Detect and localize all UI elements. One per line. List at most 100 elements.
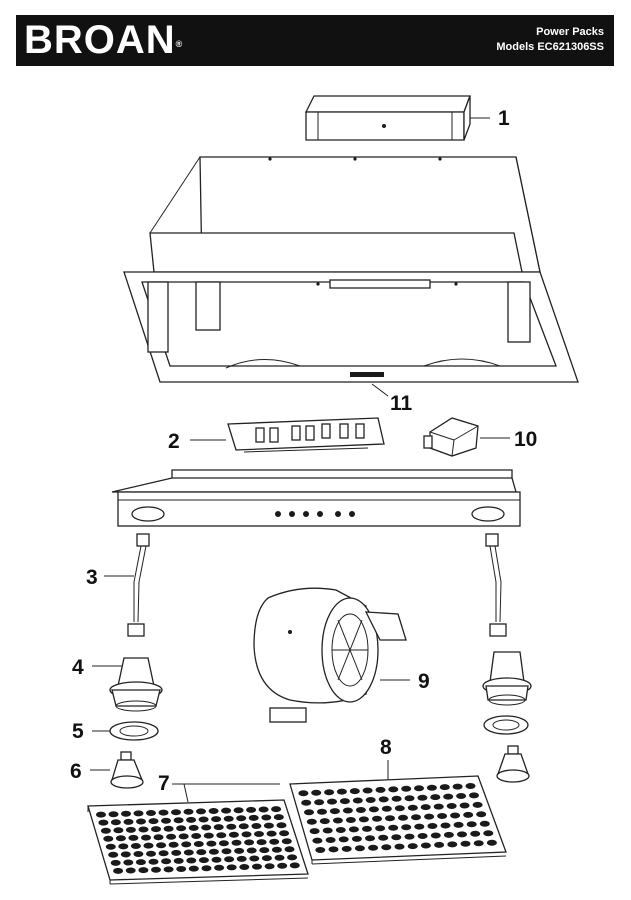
filter-hole [151,826,161,833]
filter-hole [319,818,330,825]
filter-hole [233,807,244,814]
filter-hole [266,830,277,837]
filter-hole [201,824,212,831]
filter-hole [246,847,257,854]
callout-4: 4 [72,656,84,679]
filter-hole [325,837,336,843]
filter-hole [407,843,418,850]
filter-hole [171,849,182,856]
filter-hole [188,824,199,831]
filter-hole [424,813,435,820]
callout-9: 9 [418,670,430,693]
filter-hole [338,836,349,843]
filter-hole [332,817,343,824]
filter-hole [304,809,314,816]
filter-hole [153,834,164,841]
filter-hole [135,859,146,866]
filter-hole [138,826,149,833]
filter-hole [241,831,252,838]
brand-name: BROAN [24,18,176,62]
filter-hole [96,811,106,818]
filter-hole [105,843,116,850]
filter-hole [450,812,461,819]
filter-hole [254,831,264,837]
filter-hole [463,811,474,818]
filter-hole [443,793,454,800]
filter-hole [287,854,298,861]
filter-hole [198,816,209,823]
filter-hole [426,784,437,791]
filter-hole [466,821,477,828]
filter-hole [271,806,282,813]
filter-hole [136,818,146,825]
filter-hole [231,839,242,846]
filter-hole [259,847,270,854]
filter-hole [263,822,274,829]
callout-2: 2 [168,430,180,453]
header-model: Models EC621306SS [496,41,604,53]
filter-hole [470,830,481,837]
filter-hole [151,866,161,873]
filter-hole [345,817,356,823]
filter-hole [328,846,339,853]
filter-hole [381,844,392,851]
filter-hole [483,830,494,837]
filter-hole [479,820,490,827]
filter-hole [206,840,217,847]
filter-hole [398,814,408,821]
filter-hole [196,808,206,815]
filter-hole [327,798,337,805]
filter-hole [103,835,114,842]
filter-hole [98,819,109,826]
filter-hole [446,803,457,809]
filter-hole [166,833,177,840]
filter-hole [404,833,415,840]
filter-hole [476,811,487,818]
filter-hole [261,855,272,862]
filter-hole [459,802,470,809]
filter-hole [115,835,126,842]
filter-hole [284,846,295,853]
filter-hole [274,854,285,861]
filter-hole [388,786,399,793]
filter-hole [163,866,174,873]
callout-10: 10 [514,428,537,451]
filter-hole [414,785,424,792]
filter-hole [193,841,204,847]
filter-hole [143,842,154,849]
filter-hole [372,815,382,822]
filter-hole [133,851,144,857]
filter-hole [417,794,428,801]
filter-hole [176,866,187,872]
filter-hole [158,809,169,816]
filter-hole [388,824,399,831]
filter-hole [312,837,323,844]
filter-hole [381,805,392,812]
filter-hole [339,798,350,805]
header-title: Power Packs [536,26,604,38]
filter-hole [146,810,156,816]
filter-hole [125,867,136,874]
filter-hole [453,821,464,828]
filter-hole [378,834,389,841]
filter-hole [271,846,282,853]
filter-hole [368,806,379,813]
filter-hole [335,827,346,833]
filter-hole [158,850,169,857]
brand-registered-mark: ® [175,39,184,49]
filter-hole [100,827,111,834]
filter-hole [440,822,451,829]
filter-hole [248,814,259,821]
filter-hole [460,840,471,847]
filter-hole [218,840,229,847]
filter-hole [407,804,418,811]
filter-hole [123,859,134,866]
callout-8: 8 [380,736,392,759]
filter-hole [128,834,139,841]
filter-hole [234,847,245,854]
filter-hole [258,806,269,813]
filter-holes-left [96,806,300,874]
filter-hole [224,856,235,863]
filter-hole [186,857,197,864]
